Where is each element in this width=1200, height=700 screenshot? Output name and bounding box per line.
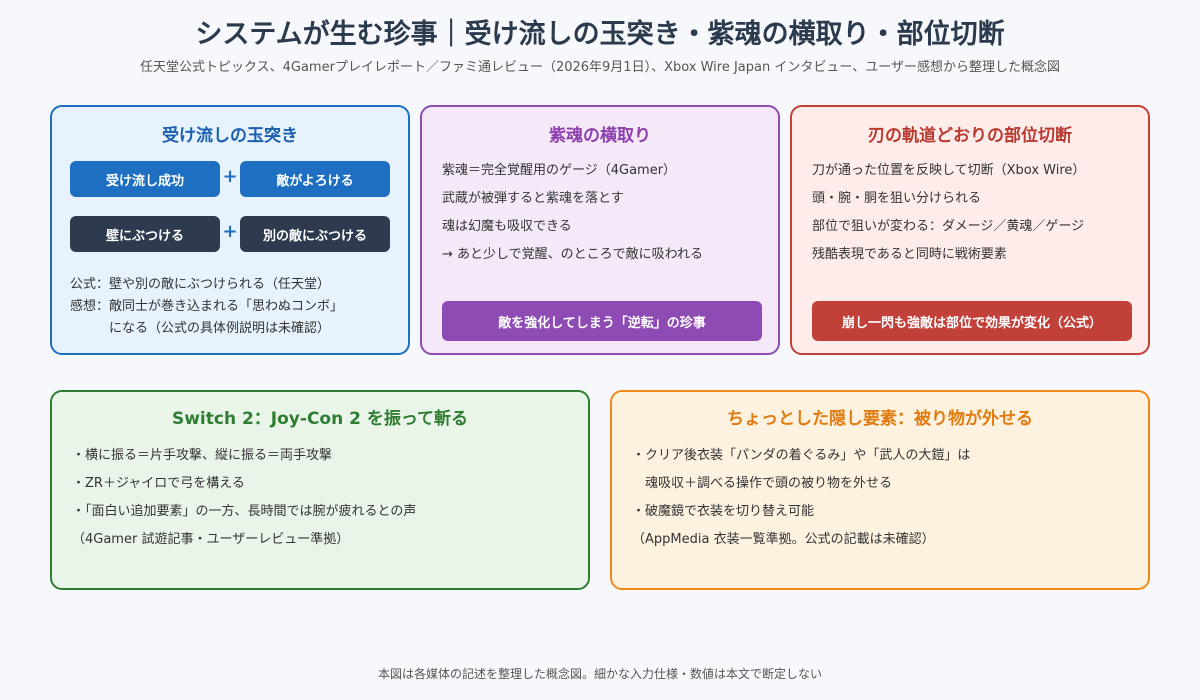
card-parry-chain: 受け流しの玉突き 受け流し成功 + 敵がよろける 壁にぶつける + 別の敵にぶつ… (50, 105, 410, 355)
note-line: になる（公式の具体例説明は未確認） (70, 321, 331, 336)
text-line: 部位で狙いが変わる：ダメージ／黄魂／ゲージ (812, 219, 1085, 234)
text-line: → あと少しで覚醒、のところで敵に吸われる (442, 247, 703, 262)
card-purple-soul: 紫魂の横取り 紫魂＝完全覚醒用のゲージ（4Gamer） 武蔵が被弾すると紫魂を落… (420, 105, 780, 355)
summary-banner: 崩し一閃も強敵は部位で効果が変化（公式） (812, 301, 1132, 341)
page-title: システムが生む珍事｜受け流しの玉突き・紫魂の横取り・部位切断 (195, 19, 1005, 50)
text-line: ・横に振る＝片手攻撃、縦に振る＝両手攻撃 (72, 448, 333, 463)
text-line: 刀が通った位置を反映して切断（Xbox Wire） (812, 163, 1086, 178)
node-hit-other-enemy: 別の敵にぶつける (240, 216, 390, 252)
text-line: （AppMedia 衣装一覧準拠。公式の記載は未確認） (632, 532, 935, 547)
plus-sign: + (222, 221, 238, 242)
card-title: 紫魂の横取り (549, 126, 651, 146)
text-line: 紫魂＝完全覚醒用のゲージ（4Gamer） (442, 163, 677, 178)
text-line: 魂吸収＋調べる操作で頭の被り物を外せる (632, 476, 893, 491)
plus-sign: + (222, 166, 238, 187)
text-line: ・ZR＋ジャイロで弓を構える (72, 476, 245, 491)
text-line: ・「面白い追加要素」の一方、長時間では腕が疲れるとの声 (72, 504, 417, 519)
card-joycon-swing: Switch 2：Joy-Con 2 を振って斬る ・横に振る＝片手攻撃、縦に振… (50, 390, 590, 590)
card-title: 刃の軌道どおりの部位切断 (868, 126, 1072, 146)
node-parry-success: 受け流し成功 (70, 161, 220, 197)
node-hit-wall: 壁にぶつける (70, 216, 220, 252)
text-line: ・破魔鏡で衣装を切り替え可能 (632, 504, 815, 519)
card-title: ちょっとした隠し要素：被り物が外せる (727, 409, 1033, 429)
page-subtitle: 任天堂公式トピックス、4Gamerプレイレポート／ファミ通レビュー（2026年9… (140, 60, 1060, 75)
text-line: 魂は幻魔も吸収できる (442, 219, 572, 234)
text-line: 武蔵が被弾すると紫魂を落とす (442, 191, 624, 206)
text-line: ・クリア後衣装「パンダの着ぐるみ」や「武人の大鎧」は (632, 448, 971, 463)
summary-banner: 敵を強化してしまう「逆転」の珍事 (442, 301, 762, 341)
card-title: 受け流しの玉突き (162, 126, 298, 146)
card-dismemberment: 刃の軌道どおりの部位切断 刀が通った位置を反映して切断（Xbox Wire） 頭… (790, 105, 1150, 355)
card-title: Switch 2：Joy-Con 2 を振って斬る (171, 409, 469, 429)
note-line: 公式：壁や別の敵にぶつけられる（任天堂） (70, 277, 331, 292)
text-line: 頭・腕・胴を狙い分けられる (812, 191, 982, 206)
note-line: 感想：敵同士が巻き込まれる「思わぬコンボ」 (70, 299, 344, 314)
node-enemy-stagger: 敵がよろける (240, 161, 390, 197)
footer-note: 本図は各媒体の記述を整理した概念図。細かな入力仕様・数値は本文で断定しない (377, 667, 822, 681)
text-line: 残酷表現であると同時に戦術要素 (812, 247, 1007, 262)
card-hidden-feature: ちょっとした隠し要素：被り物が外せる ・クリア後衣装「パンダの着ぐるみ」や「武人… (610, 390, 1150, 590)
text-line: （4Gamer 試遊記事・ユーザーレビュー準拠） (72, 532, 350, 547)
